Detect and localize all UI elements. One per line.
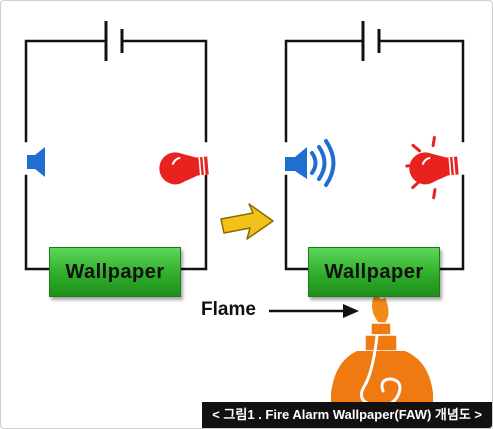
battery-icon	[361, 21, 381, 61]
right-circuit-wires	[284, 39, 465, 271]
speaker-icon	[27, 147, 45, 177]
bulb-icon	[159, 152, 209, 185]
figure-caption: < 그림1 . Fire Alarm Wallpaper(FAW) 개념도 >	[202, 402, 492, 428]
flame-arrow	[269, 304, 359, 318]
battery-icon	[104, 21, 124, 61]
wallpaper-box-right: Wallpaper	[308, 247, 440, 297]
bulb-icon	[405, 135, 459, 200]
speaker-icon	[285, 139, 336, 187]
flame-label: Flame	[201, 299, 256, 320]
left-circuit-wires	[24, 39, 208, 271]
wallpaper-box-left: Wallpaper	[49, 247, 181, 297]
arrow-icon	[220, 203, 274, 240]
